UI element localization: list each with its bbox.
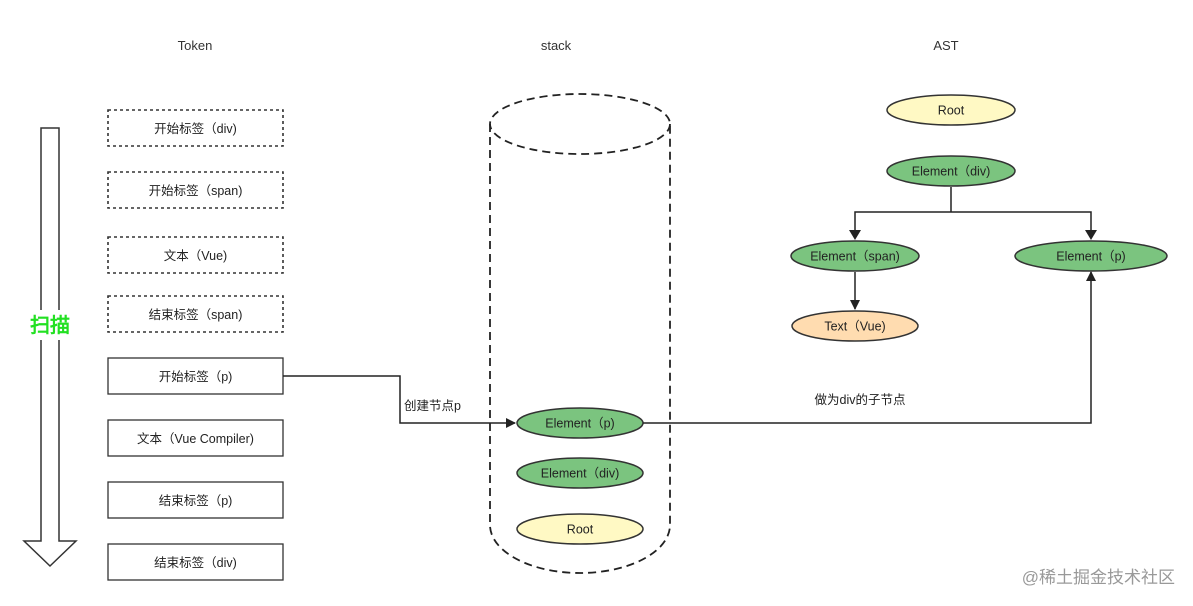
child-node-edge <box>643 271 1096 424</box>
ast-node-root-label: Root <box>938 104 965 118</box>
scan-label-bg <box>26 310 74 340</box>
token-0-label: 开始标签（div) <box>154 121 237 136</box>
ast-node-span-label: Element（span) <box>810 250 900 264</box>
ast-node-span: Element（span) <box>790 240 920 272</box>
token-7-label: 结束标签（div) <box>154 555 237 570</box>
stack-node-div: Element（div) <box>516 457 644 489</box>
ast-arrow-span <box>849 230 861 240</box>
ast-node-div-label: Element（div) <box>912 165 991 179</box>
ast-node-div: Element（div) <box>886 155 1016 187</box>
create-node-label: 创建节点p <box>404 399 461 413</box>
stack-node-p-label: Element（p) <box>545 417 614 431</box>
scan-arrow <box>22 127 78 568</box>
token-5: 文本（Vue Compiler) <box>107 419 284 457</box>
ast-node-p-label: Element（p) <box>1056 250 1125 264</box>
token-1-label: 开始标签（span) <box>149 183 243 198</box>
token-0: 开始标签（div) <box>107 109 284 147</box>
stack-node-p: Element（p) <box>516 407 644 439</box>
ast-node-text: Text（Vue) <box>791 310 919 342</box>
token-4: 开始标签（p) <box>107 357 284 395</box>
child-node-label: 做为div的子节点 <box>815 392 906 407</box>
ast-node-root: Root <box>886 94 1016 126</box>
token-header: Token <box>178 38 213 53</box>
token-6-label: 结束标签（p) <box>159 493 233 508</box>
create-node-edge <box>283 375 516 428</box>
watermark: @稀土掘金技术社区 <box>1022 568 1175 587</box>
ast-edge-div-children <box>854 187 1092 238</box>
stack-node-root: Root <box>516 513 644 545</box>
token-5-label: 文本（Vue Compiler) <box>137 431 254 446</box>
token-7: 结束标签（div) <box>107 543 284 581</box>
stack-header: stack <box>541 38 572 53</box>
scan-label: 扫描 <box>30 313 70 337</box>
ast-node-p: Element（p) <box>1014 240 1168 272</box>
ast-arrow-p <box>1085 230 1097 240</box>
token-2: 文本（Vue) <box>107 236 284 274</box>
token-4-label: 开始标签（p) <box>159 369 233 384</box>
stack-node-div-label: Element（div) <box>541 467 620 481</box>
token-6: 结束标签（p) <box>107 481 284 519</box>
ast-header: AST <box>933 38 958 53</box>
token-2-label: 文本（Vue) <box>164 248 227 263</box>
stack-node-root-label: Root <box>567 523 594 537</box>
token-1: 开始标签（span) <box>107 171 284 209</box>
ast-node-text-label: Text（Vue) <box>824 320 885 334</box>
token-3-label: 结束标签（span) <box>149 307 243 322</box>
token-3: 结束标签（span) <box>107 295 284 333</box>
stack-cylinder <box>489 93 671 574</box>
